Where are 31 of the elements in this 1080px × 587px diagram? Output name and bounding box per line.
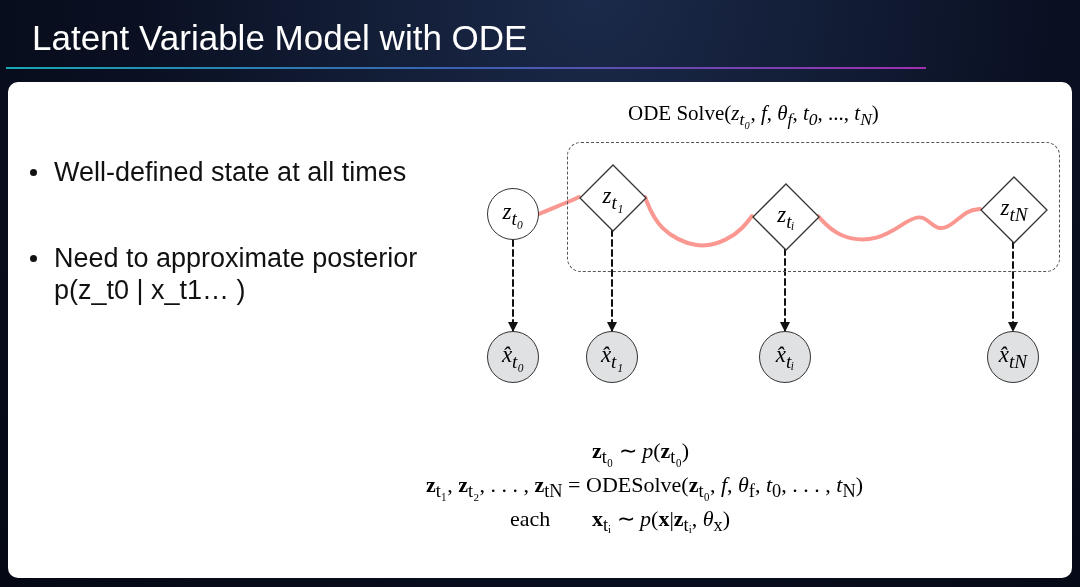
latent-state-diamond [753, 184, 819, 250]
bullet-text: Well-defined state at all times [54, 156, 408, 188]
trajectory-curve [643, 195, 754, 248]
arrow [607, 229, 617, 332]
node-label: x̂$_{tᵢ}$ [775, 343, 795, 371]
observation-circle [759, 331, 811, 383]
node-label: z$_{tᵢ}$ [777, 203, 795, 231]
trajectory-curve [816, 207, 982, 242]
node-label: z$_{t₁}$ [602, 184, 624, 212]
observation-circle [487, 331, 539, 383]
bullet-text: Need to approximate posterior p(z_t0 | x_t1… ) [54, 242, 419, 306]
arrow [780, 248, 790, 332]
equation: z$_{t₁}$, z$_{t₂}$, . . . , z$_{tN}$ = ODESolve(z$_{t₀}$, f, θ$_{f}$, t$_{0}$, . . . , t$_{N}$) [426, 472, 863, 503]
observation-circle [586, 331, 638, 383]
arrow [508, 239, 518, 332]
arrow [1008, 241, 1018, 332]
node-label: x̂$_{t₁}$ [600, 343, 624, 371]
node-label: x̂$_{tN}$ [998, 343, 1028, 371]
equation: x$_{tᵢ}$ ∼ p(x|z$_{tᵢ}$, θ$_{x}$) [592, 506, 730, 537]
latent-state-circle [487, 188, 539, 240]
node-label: x̂$_{t₀}$ [501, 343, 525, 371]
equation: each [510, 506, 551, 532]
node-label: z$_{tN}$ [1000, 196, 1028, 224]
observation-circle [987, 331, 1039, 383]
latent-state-diamond [580, 165, 646, 231]
group-heading: ODE Solve(z$_{t₀}$, f, θ$_{f}$, t$_{0}$, ..., t$_{N}$) [628, 101, 879, 131]
latent-state-diamond [981, 177, 1047, 243]
slide-title: Latent Variable Model with ODE [32, 18, 528, 58]
node-label: z$_{t₀}$ [502, 200, 524, 228]
trajectory-curve [537, 195, 581, 216]
equation: z$_{t₀}$ ∼ p(z$_{t₀}$) [592, 438, 690, 469]
